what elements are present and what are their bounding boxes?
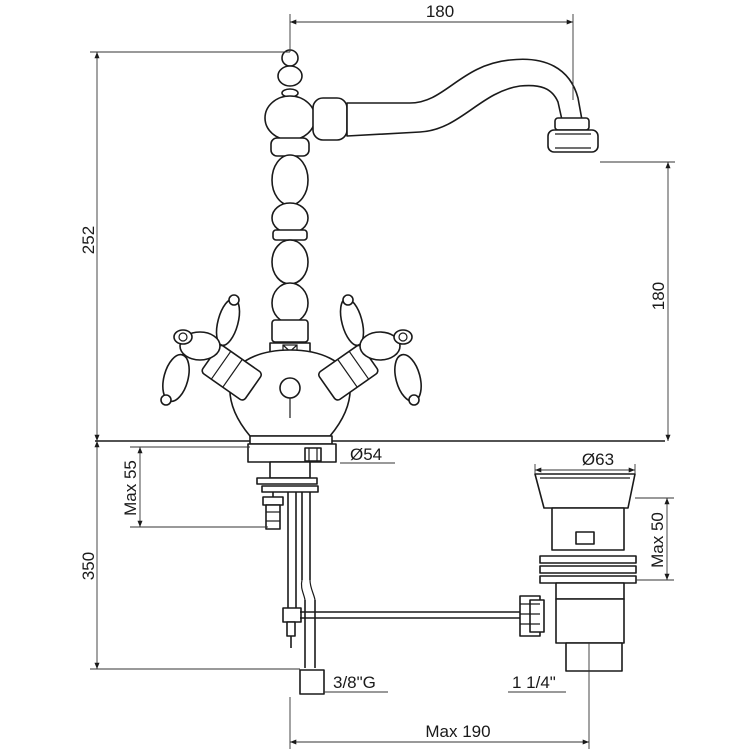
dim-total-height: 252: [79, 51, 290, 441]
dim-label-max-190: Max 190: [425, 722, 490, 741]
waste-assembly: [519, 473, 637, 672]
dim-waste-diameter: Ø63: [534, 450, 636, 474]
dim-label-spout-reach: 180: [426, 2, 454, 21]
dim-label-max-55: Max 55: [121, 460, 140, 516]
dim-max-50: Max 50: [635, 497, 674, 581]
faucet-base: [247, 435, 337, 695]
dim-base-diameter: Ø54: [340, 445, 395, 464]
dim-spout-height: 180: [600, 161, 675, 441]
dim-length-350: 350: [79, 441, 300, 670]
faucet-body: [160, 49, 599, 437]
dim-label-waste-diameter: Ø63: [582, 450, 614, 469]
dim-label-350: 350: [79, 552, 98, 580]
dim-spout-reach: 180: [289, 2, 574, 100]
dim-waste-1-1-4: 1 1/4": [508, 673, 566, 693]
dim-label-waste-1-1-4: 1 1/4": [512, 673, 556, 692]
popup-rod: [300, 611, 520, 619]
dim-max-190: Max 190: [289, 643, 590, 749]
dim-label-thread-3-8: 3/8"G: [333, 673, 376, 692]
dim-label-max-50: Max 50: [648, 512, 667, 568]
dim-max-55: Max 55: [121, 446, 268, 528]
dim-thread-3-8: 3/8"G: [324, 673, 388, 693]
dim-label-total-height: 252: [79, 226, 98, 254]
dim-label-spout-height: 180: [649, 282, 668, 310]
dim-label-base-diameter: Ø54: [350, 445, 382, 464]
